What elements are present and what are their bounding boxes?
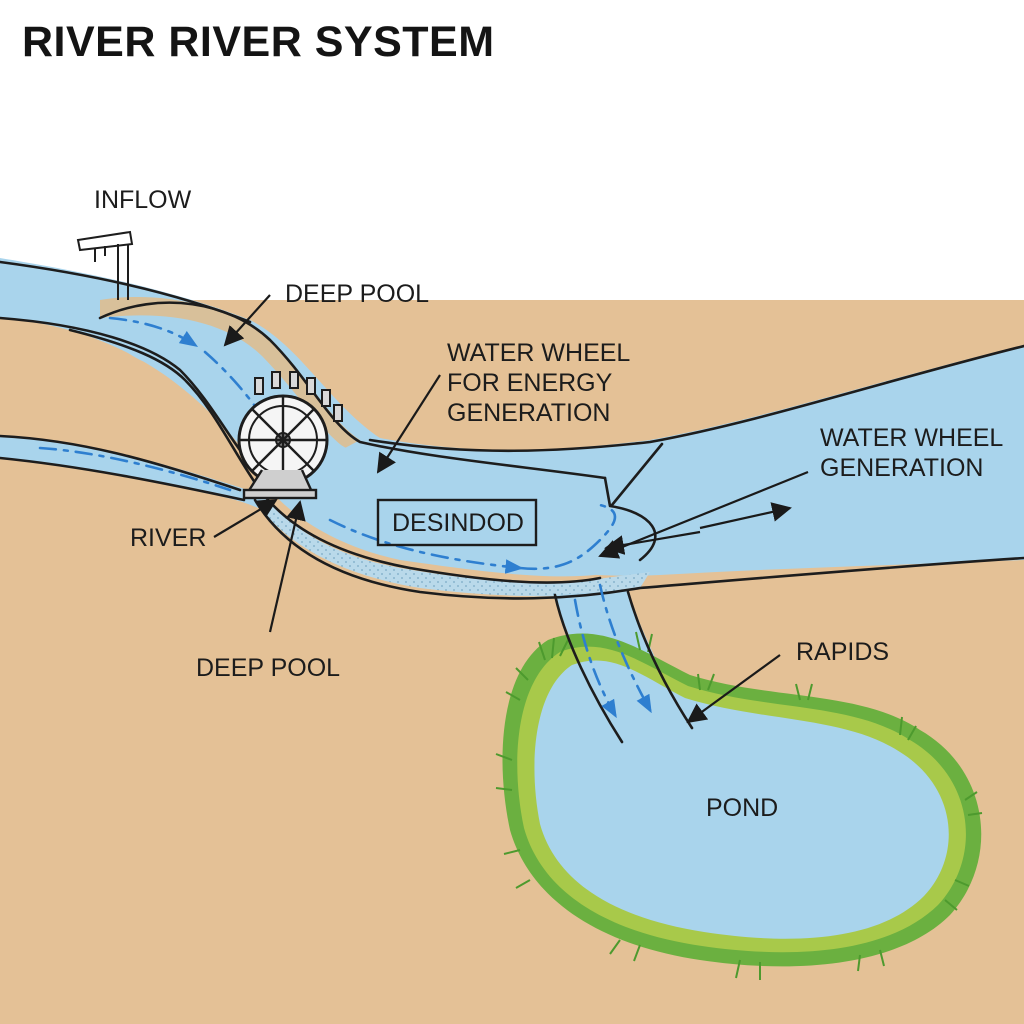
- pond-water: [534, 660, 949, 939]
- label-deep-pool-top: DEEP POOL: [285, 280, 429, 308]
- desindod-label: DESINDOD: [392, 509, 524, 537]
- flow-arrow-main: [328, 518, 524, 574]
- channel-bed: [250, 475, 650, 597]
- channel-upper-edge: [98, 301, 607, 480]
- leader-deep-pool-bottom: [268, 500, 306, 633]
- outflow-right-edge: [626, 590, 694, 730]
- side-stream-top: [0, 434, 242, 492]
- leader-river: [213, 498, 278, 538]
- flow-arrow-upper: [108, 316, 199, 347]
- flow-arrow-side: [38, 446, 232, 492]
- leader-deep-pool-top: [223, 294, 271, 347]
- label-inflow: INFLOW: [94, 186, 192, 214]
- far-river-right-edge: [368, 344, 1024, 453]
- label-rapids: RAPIDS: [796, 638, 889, 666]
- confluence-edge: [603, 476, 657, 562]
- label-water-wheel-energy-2: FOR ENERGY: [447, 369, 613, 397]
- label-water-wheel-energy-3: GENERATION: [447, 399, 610, 427]
- right-bank-slope: [610, 442, 664, 507]
- side-stream-bottom: [0, 456, 246, 502]
- flow-arrow-down-2: [598, 583, 652, 714]
- flow-arrow-bend: [203, 350, 275, 434]
- diagram-title: RIVER RIVER SYSTEM: [22, 18, 495, 66]
- label-deep-pool-bottom: DEEP POOL: [196, 654, 340, 682]
- flow-arrow-confluence: [518, 503, 617, 571]
- channel-bed-edge: [253, 498, 1024, 600]
- leader-water-wheel-energy: [376, 374, 441, 474]
- grass-tufts: [495, 631, 983, 980]
- leader-water-wheel-generation-3: [604, 530, 701, 555]
- label-water-wheel-generation-2: GENERATION: [820, 454, 983, 482]
- flow-arrow-down-1: [573, 598, 617, 719]
- land-horizon: [0, 316, 257, 472]
- desindod-box: [376, 498, 538, 547]
- leader-water-wheel-generation-2: [699, 502, 792, 530]
- label-river: RIVER: [130, 524, 206, 552]
- leader-water-wheel-generation-1: [598, 470, 809, 559]
- leader-rapids: [686, 654, 781, 724]
- water-wheel: [237, 371, 343, 500]
- main-channel: [100, 316, 650, 577]
- inflow-gate: [76, 230, 134, 300]
- label-pond: POND: [706, 794, 778, 822]
- label-water-wheel-generation-1: WATER WHEEL: [820, 424, 1003, 452]
- outflow-left-edge: [553, 593, 624, 744]
- label-water-wheel-energy-1: WATER WHEEL: [447, 339, 630, 367]
